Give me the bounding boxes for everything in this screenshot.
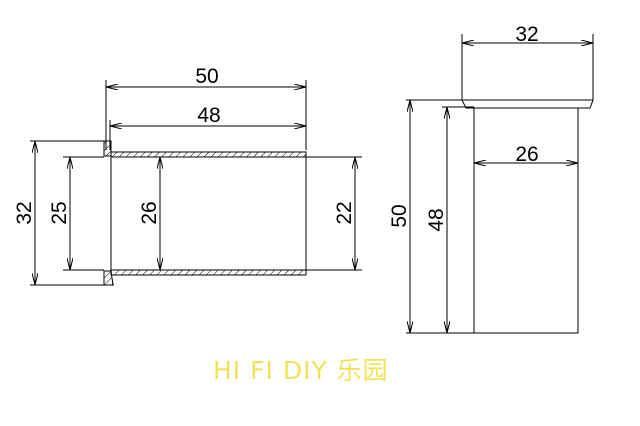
dim-label-top-width: 32 xyxy=(515,23,538,46)
dim-label-overall-length: 50 xyxy=(195,65,218,88)
flange-top xyxy=(461,99,594,109)
end-view-labels: 32 26 50 48 xyxy=(388,23,539,232)
flange-top-section xyxy=(103,140,112,157)
watermark-text: HI FI DIY 乐园 xyxy=(213,356,389,385)
dim-label-body-height: 48 xyxy=(425,208,448,231)
side-view-labels: 50 48 32 25 26 22 xyxy=(13,65,356,225)
dim-label-overall-height: 50 xyxy=(388,204,411,227)
dim-label-outer-diameter: 25 xyxy=(48,201,71,224)
dim-label-body-width: 26 xyxy=(515,143,538,166)
end-view xyxy=(406,34,594,334)
tube-wall-bottom xyxy=(110,269,307,276)
tube-wall-top xyxy=(110,151,307,158)
dim-label-flange-diameter: 32 xyxy=(13,201,36,224)
dim-label-bore-diameter: 26 xyxy=(138,201,161,224)
side-view xyxy=(30,80,362,286)
block-body xyxy=(473,107,579,334)
dim-label-tube-length: 48 xyxy=(197,104,220,127)
dim-label-inner-diameter: 22 xyxy=(333,201,356,224)
